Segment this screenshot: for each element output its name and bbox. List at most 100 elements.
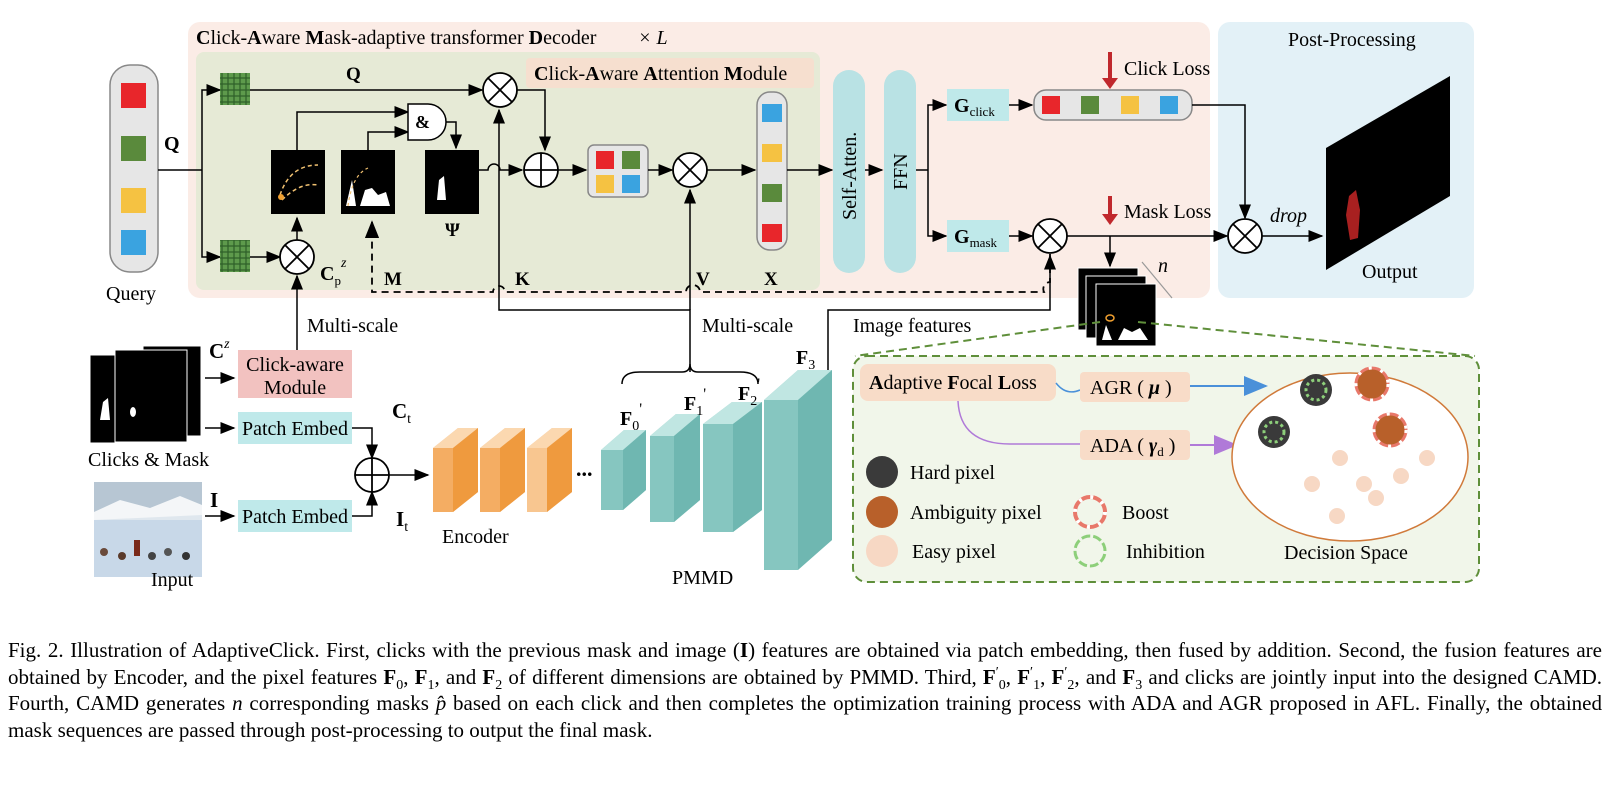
attention-title-box — [526, 58, 814, 88]
patch-embed-label-1: Patch Embed — [242, 418, 348, 440]
attention-module-title-part: lick- — [548, 63, 585, 85]
query-token-yellow — [121, 188, 146, 213]
click-aware-label-2: Module — [264, 377, 326, 399]
caption-run: 1 — [427, 677, 435, 693]
caption-run: 3 — [1135, 677, 1143, 693]
caption-run: ′ — [1064, 664, 1068, 680]
afl-title-part: ocal — [960, 372, 998, 394]
query-token-green — [121, 136, 146, 161]
pmmd-brace — [621, 363, 759, 385]
multiply-drop — [1227, 218, 1263, 254]
caption-run: 2 — [1067, 677, 1075, 693]
hard-pixel-label: Hard pixel — [910, 462, 995, 484]
caption-run: F — [1122, 664, 1136, 689]
inhibition-label: Inhibition — [1126, 541, 1205, 563]
decision-ambiguity-pixel — [1354, 366, 1390, 402]
query-token-red — [121, 83, 146, 108]
caption-run: n — [232, 691, 243, 715]
input-label: Input — [151, 569, 194, 591]
agr-box — [1080, 372, 1190, 402]
afl-title-part: L — [998, 372, 1011, 394]
n-label: n — [1158, 255, 1168, 277]
click-aware-label-1: Click-aware — [246, 354, 344, 376]
post-processing-label: Post-Processing — [1288, 29, 1416, 51]
decoder-title-part: lick- — [210, 27, 247, 49]
ada-label: ADA ( γd ) — [1090, 435, 1175, 459]
attention-module-title: Click-Aware Attention Module — [534, 63, 787, 85]
ffn-label: FFN — [890, 153, 912, 190]
and-gate-label: & — [415, 112, 430, 132]
cp-mask-image — [271, 150, 325, 214]
encoder-blocks — [433, 428, 572, 512]
patch-embed-image — [238, 500, 352, 532]
output-label: Output — [1362, 261, 1418, 283]
afl-title-part: daptive — [883, 372, 947, 394]
decoder-title-part: C — [196, 27, 210, 49]
caption-run: , — [1040, 664, 1052, 689]
cz-label: Cz — [209, 337, 230, 363]
it-label: It — [396, 507, 408, 535]
click-aware-module — [238, 350, 352, 398]
inhibition-icon — [1073, 534, 1107, 568]
patch-embed-mask — [238, 412, 352, 444]
query-feature-grid-bottom — [220, 240, 250, 272]
caption-run: , — [403, 664, 415, 689]
m-label: M — [384, 269, 402, 290]
caption-run: 2 — [495, 677, 503, 693]
caption-run: , — [1005, 664, 1018, 689]
multiply-qk — [482, 72, 518, 108]
caption-run: 0 — [396, 677, 404, 693]
decision-space-label: Decision Space — [1284, 542, 1408, 564]
ct-label: Ct — [392, 399, 411, 427]
caption-run: corresponding masks — [242, 691, 436, 715]
v-label: V — [696, 269, 710, 290]
query-label: Query — [106, 283, 156, 305]
caption-run: Fig. 2. Illustration of AdaptiveClick. F… — [8, 638, 740, 662]
x-token-box — [756, 91, 788, 251]
decision-ambiguity-pixel-2 — [1372, 412, 1408, 448]
caption-run: , and — [1074, 664, 1123, 689]
self-attention-label: Self-Atten. — [839, 132, 861, 220]
decoder-title-part: ecoder — [543, 27, 597, 49]
pmmd-blocks — [601, 370, 832, 570]
caption-run: F — [482, 664, 496, 689]
caption-run: F — [414, 664, 428, 689]
caption-run: F — [1017, 664, 1031, 689]
caption-run: p̂ — [435, 691, 447, 715]
attention-module-title-part: odule — [743, 63, 788, 85]
f0-label: F0' — [620, 401, 642, 434]
ambiguity-pixel-label: Ambiguity pixel — [910, 502, 1042, 524]
decoder-title: Click-Aware Mask-adaptive transformer De… — [196, 27, 597, 49]
f2-label: F2' — [738, 376, 760, 409]
caption-run: 1 — [1033, 677, 1041, 693]
boost-label: Boost — [1122, 502, 1169, 524]
caption-run: 0 — [998, 677, 1006, 693]
attention-module-title-part: ware — [600, 63, 644, 85]
image-features-label: Image features — [853, 315, 971, 337]
pmmd-label: PMMD — [672, 567, 733, 589]
g-click-box — [947, 89, 1009, 121]
decoder-title-part: D — [529, 27, 543, 49]
caption-run: , and — [434, 664, 483, 689]
self-attention-block — [833, 70, 865, 273]
architecture-figure: Click-Aware Mask-adaptive transformer De… — [88, 22, 1480, 591]
attention-module-title-part: ttention — [658, 63, 724, 85]
ambiguity-pixel-swatch — [866, 496, 898, 528]
q-label: Q — [346, 64, 361, 85]
caption-run: F — [982, 664, 996, 689]
caption-run: based on each click and then completes t… — [8, 691, 1602, 742]
f1-label: F1' — [684, 386, 706, 419]
caption-run: ′ — [995, 664, 999, 680]
multi-scale-label-2: Multi-scale — [702, 315, 793, 337]
query-q-label: Q — [164, 133, 180, 155]
boost-icon — [1073, 495, 1107, 529]
add-op-attention — [523, 152, 559, 188]
drop-label: drop — [1270, 205, 1307, 227]
psi-mask-image — [425, 150, 479, 214]
attention-module-title-part: C — [534, 63, 548, 85]
afl-title-part: oss — [1011, 372, 1037, 394]
patch-embed-label-2: Patch Embed — [242, 506, 348, 528]
input-image — [94, 482, 202, 577]
decision-space — [1231, 372, 1469, 542]
psi-label: Ψ — [445, 220, 460, 241]
